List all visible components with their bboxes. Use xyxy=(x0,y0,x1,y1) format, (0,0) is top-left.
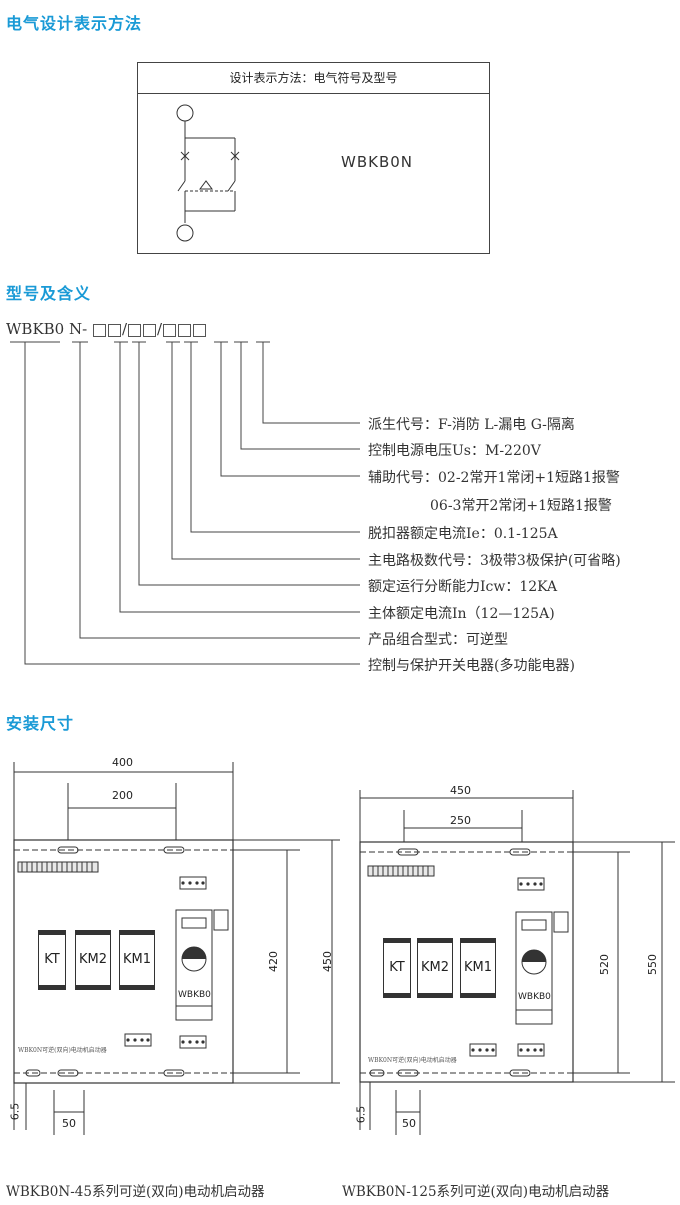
code-box xyxy=(92,323,106,337)
model-code-slash: / xyxy=(157,320,163,338)
code-box xyxy=(128,323,142,337)
dim-offset: 6.5 xyxy=(354,1105,368,1124)
symbol-box: 设计表示方法：电气符号及型号 WBKB0N xyxy=(137,62,490,254)
dim-offset: 6.5 xyxy=(8,1102,22,1121)
electrical-symbol-diagram xyxy=(176,104,240,242)
device-label: WBKB0 xyxy=(178,990,211,1000)
desc-trip-current: 脱扣器额定电流Ie：0.1-125A xyxy=(368,526,558,542)
desc-rated-current: 主体额定电流In（12—125A) xyxy=(368,606,555,622)
drawing-right-lines xyxy=(359,790,675,1135)
model-code-slash: / xyxy=(121,320,128,338)
module-km1: KM1 xyxy=(119,930,155,990)
code-box xyxy=(178,323,192,337)
code-box xyxy=(143,323,157,337)
device-label: WBKB0 xyxy=(518,992,551,1002)
module-kt: KT xyxy=(38,930,66,990)
model-code-prefix: WBKB0 xyxy=(6,320,65,338)
dim-inner-height: 520 xyxy=(598,954,611,975)
section-title-install: 安装尺寸 xyxy=(6,714,75,733)
dim-height: 450 xyxy=(321,951,334,972)
module-km2: KM2 xyxy=(75,930,111,990)
module-km2: KM2 xyxy=(417,938,453,998)
section-title-model: 型号及含义 xyxy=(6,284,92,303)
desc-device-type: 控制与保护开关电器(多功能电器) xyxy=(368,658,575,674)
module-kt: KT xyxy=(383,938,411,998)
model-code-n: N xyxy=(69,320,83,338)
drawing-left-lines xyxy=(13,762,340,1135)
model-leader-lines xyxy=(10,341,360,665)
dim-height: 550 xyxy=(646,954,659,975)
desc-derivative-code: 派生代号：F-消防 L-漏电 G-隔离 xyxy=(368,417,575,433)
desc-auxiliary-code-06: 06-3常开2常闭+1短路1报警 xyxy=(430,498,612,514)
drawing-left: 400 200 420 450 6.5 50 KT KM2 KM1 WBKB0 … xyxy=(0,740,340,1140)
desc-combination-type: 产品组合型式：可逆型 xyxy=(368,632,508,648)
dim-inner-width: 200 xyxy=(112,789,133,802)
symbol-box-header: 设计表示方法：电气符号及型号 xyxy=(138,63,489,94)
caption-right: WBKB0N-125系列可逆(双向)电动机启动器 xyxy=(342,1184,610,1200)
desc-control-voltage: 控制电源电压Us：M-220V xyxy=(368,443,541,459)
dim-inner-height: 420 xyxy=(267,951,280,972)
dim-inner-width: 250 xyxy=(450,814,471,827)
symbol-model-label: WBKB0N xyxy=(341,153,414,171)
code-box xyxy=(107,323,121,337)
code-box xyxy=(163,323,177,337)
drawing-right: 450 250 520 550 6.5 50 KT KM2 KM1 WBKB0 … xyxy=(340,770,680,1150)
desc-pole-code: 主电路极数代号：3极带3极保护(可省略) xyxy=(368,553,621,569)
section-title-symbol: 电气设计表示方法 xyxy=(6,14,143,33)
dim-bottom: 50 xyxy=(62,1117,76,1130)
plate-text: WBK0N可逆(双向)电动机启动器 xyxy=(18,1047,107,1054)
model-code-dash: - xyxy=(82,320,88,338)
module-km1: KM1 xyxy=(460,938,496,998)
dim-width: 400 xyxy=(112,756,133,769)
dim-bottom: 50 xyxy=(402,1117,416,1130)
desc-breaking-capacity: 额定运行分断能力Icw：12KA xyxy=(368,579,558,595)
model-code: WBKB0 N- / / xyxy=(6,320,207,338)
plate-text: WBK0N可逆(双向)电动机启动器 xyxy=(368,1057,457,1064)
desc-auxiliary-code: 辅助代号：02-2常开1常闭+1短路1报警 xyxy=(368,470,620,486)
dim-width: 450 xyxy=(450,784,471,797)
code-box xyxy=(193,323,207,337)
caption-left: WBKB0N-45系列可逆(双向)电动机启动器 xyxy=(6,1184,265,1200)
